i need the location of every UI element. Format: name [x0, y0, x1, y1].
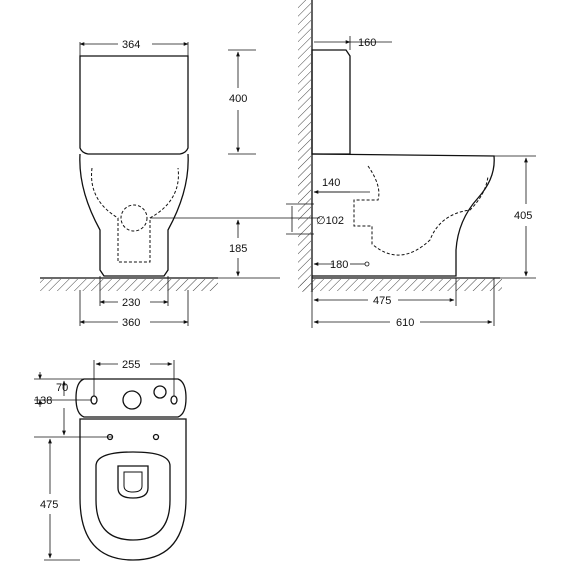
side-base-depth-label: 475 — [373, 295, 391, 307]
top-tank-offset-label: 70 — [56, 382, 68, 394]
top-flush-button-large — [122, 390, 142, 410]
side-tank-depth-label: 160 — [358, 37, 376, 49]
seat-height-label: 405 — [514, 210, 532, 222]
side-inlet-offset-label: 180 — [330, 259, 348, 271]
top-hole-distance-label: 138 — [34, 395, 52, 407]
top-tank — [75, 378, 187, 418]
front-view — [40, 55, 218, 291]
side-floor-hatch — [300, 279, 502, 291]
side-dimensions — [286, 36, 536, 328]
outlet-diameter-label: ∅102 — [316, 215, 344, 227]
front-floor-hatch — [40, 279, 218, 291]
side-view — [298, 0, 502, 292]
front-total-width-label: 360 — [122, 317, 140, 329]
top-bowl-length-label: 475 — [40, 499, 58, 511]
side-bowl — [311, 153, 495, 277]
top-dimensions — [34, 360, 175, 561]
top-view — [75, 378, 187, 561]
side-trap-hidden — [353, 165, 489, 256]
side-wall-hatch — [298, 0, 311, 292]
top-mount-hole-right — [152, 433, 160, 441]
top-flush-button-small — [153, 385, 167, 399]
top-bowl — [79, 418, 187, 561]
top-bolt-right — [170, 395, 178, 405]
front-base-width-label: 230 — [122, 297, 140, 309]
top-bowl-opening — [117, 465, 149, 499]
front-tank — [79, 55, 189, 155]
top-bowl-opening-inner — [123, 471, 143, 493]
side-total-depth-label: 610 — [396, 317, 414, 329]
tank-height-label: 400 — [229, 93, 247, 105]
front-bowl — [79, 153, 189, 277]
side-tank — [311, 49, 351, 155]
top-hole-spacing-label: 255 — [122, 359, 140, 371]
front-outlet-circle — [120, 204, 148, 232]
front-tank-width-label: 364 — [122, 39, 140, 51]
front-trap-hidden — [91, 167, 179, 263]
outlet-height-label: 185 — [229, 243, 247, 255]
outlet-offset-label: 140 — [322, 177, 340, 189]
top-seat-inner — [95, 451, 171, 541]
